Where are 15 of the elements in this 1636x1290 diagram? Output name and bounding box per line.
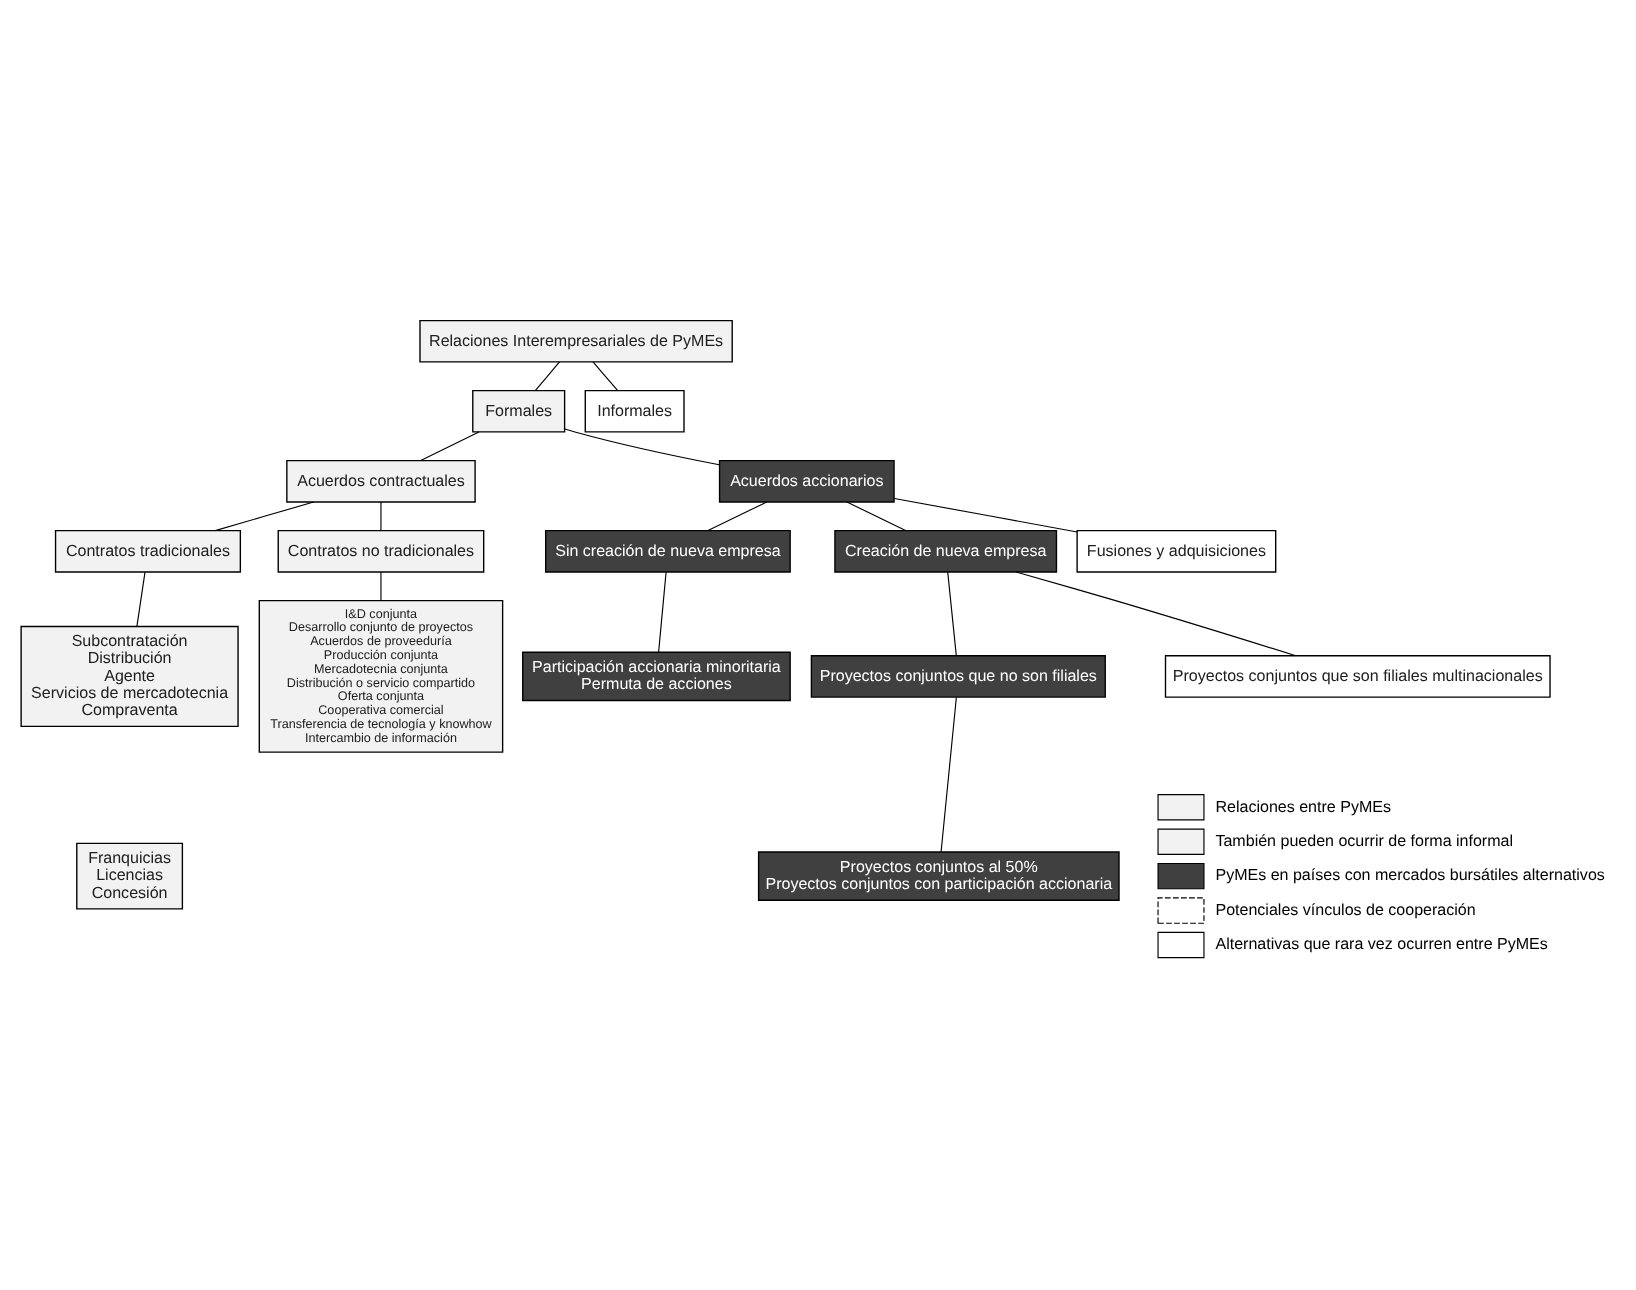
connector — [707, 500, 768, 531]
connector — [564, 427, 720, 465]
connector — [214, 500, 315, 531]
connector — [420, 430, 480, 461]
connector — [940, 695, 957, 852]
connector — [893, 496, 1078, 532]
connector — [658, 570, 667, 652]
connector — [380, 570, 382, 600]
connector — [380, 500, 382, 530]
connector — [136, 570, 146, 626]
connector — [947, 570, 957, 656]
connector — [534, 360, 561, 390]
connector — [846, 500, 907, 531]
connector — [592, 360, 619, 390]
connector — [1015, 570, 1297, 656]
